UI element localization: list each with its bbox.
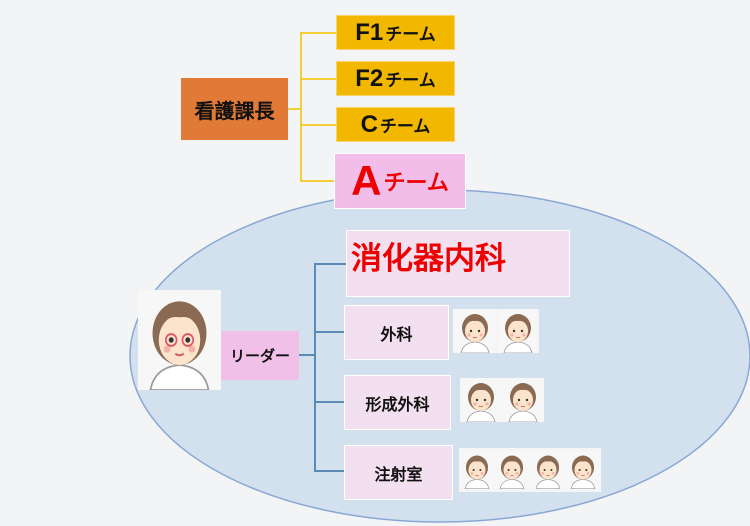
dept-injection-room: 注射室	[344, 445, 453, 500]
connector	[314, 263, 316, 472]
team-prefix: C	[360, 110, 378, 138]
team-suffix: チーム	[379, 117, 431, 137]
nurse-avatar	[455, 309, 495, 353]
team-prefix: F1	[355, 18, 384, 46]
connector	[300, 180, 334, 182]
team-suffix: チーム	[383, 171, 449, 196]
nurse-avatar	[461, 378, 501, 422]
nurse-avatar	[503, 378, 543, 422]
head-nurse-box: 看護課長	[181, 78, 288, 140]
connector	[314, 331, 344, 333]
connector	[300, 124, 336, 126]
connector	[288, 108, 300, 110]
team-prefix: F2	[355, 64, 384, 92]
staff-avatars	[453, 309, 539, 353]
dept-surgery: 外科	[344, 305, 449, 360]
dept-gastroenterology: 消化器内科	[346, 230, 570, 297]
connector	[299, 354, 315, 356]
staff-avatars	[459, 448, 601, 492]
connector	[314, 401, 344, 403]
team-suffix: チーム	[385, 71, 436, 91]
connector	[300, 78, 336, 80]
leader-avatar	[138, 290, 221, 390]
connector	[300, 32, 336, 34]
nurse-avatar	[498, 309, 538, 353]
connector	[314, 263, 346, 265]
nurse-avatar	[460, 448, 494, 492]
leader-box: リーダー	[221, 331, 299, 380]
staff-avatars	[460, 378, 544, 422]
connector	[314, 470, 344, 472]
dept-plastic-surgery: 形成外科	[344, 375, 451, 430]
nurse-avatar	[495, 448, 529, 492]
nurse-avatar	[566, 448, 600, 492]
team-suffix: チーム	[385, 25, 436, 45]
nurse-avatar	[531, 448, 565, 492]
connector	[300, 32, 302, 182]
team-prefix: A	[351, 157, 382, 204]
